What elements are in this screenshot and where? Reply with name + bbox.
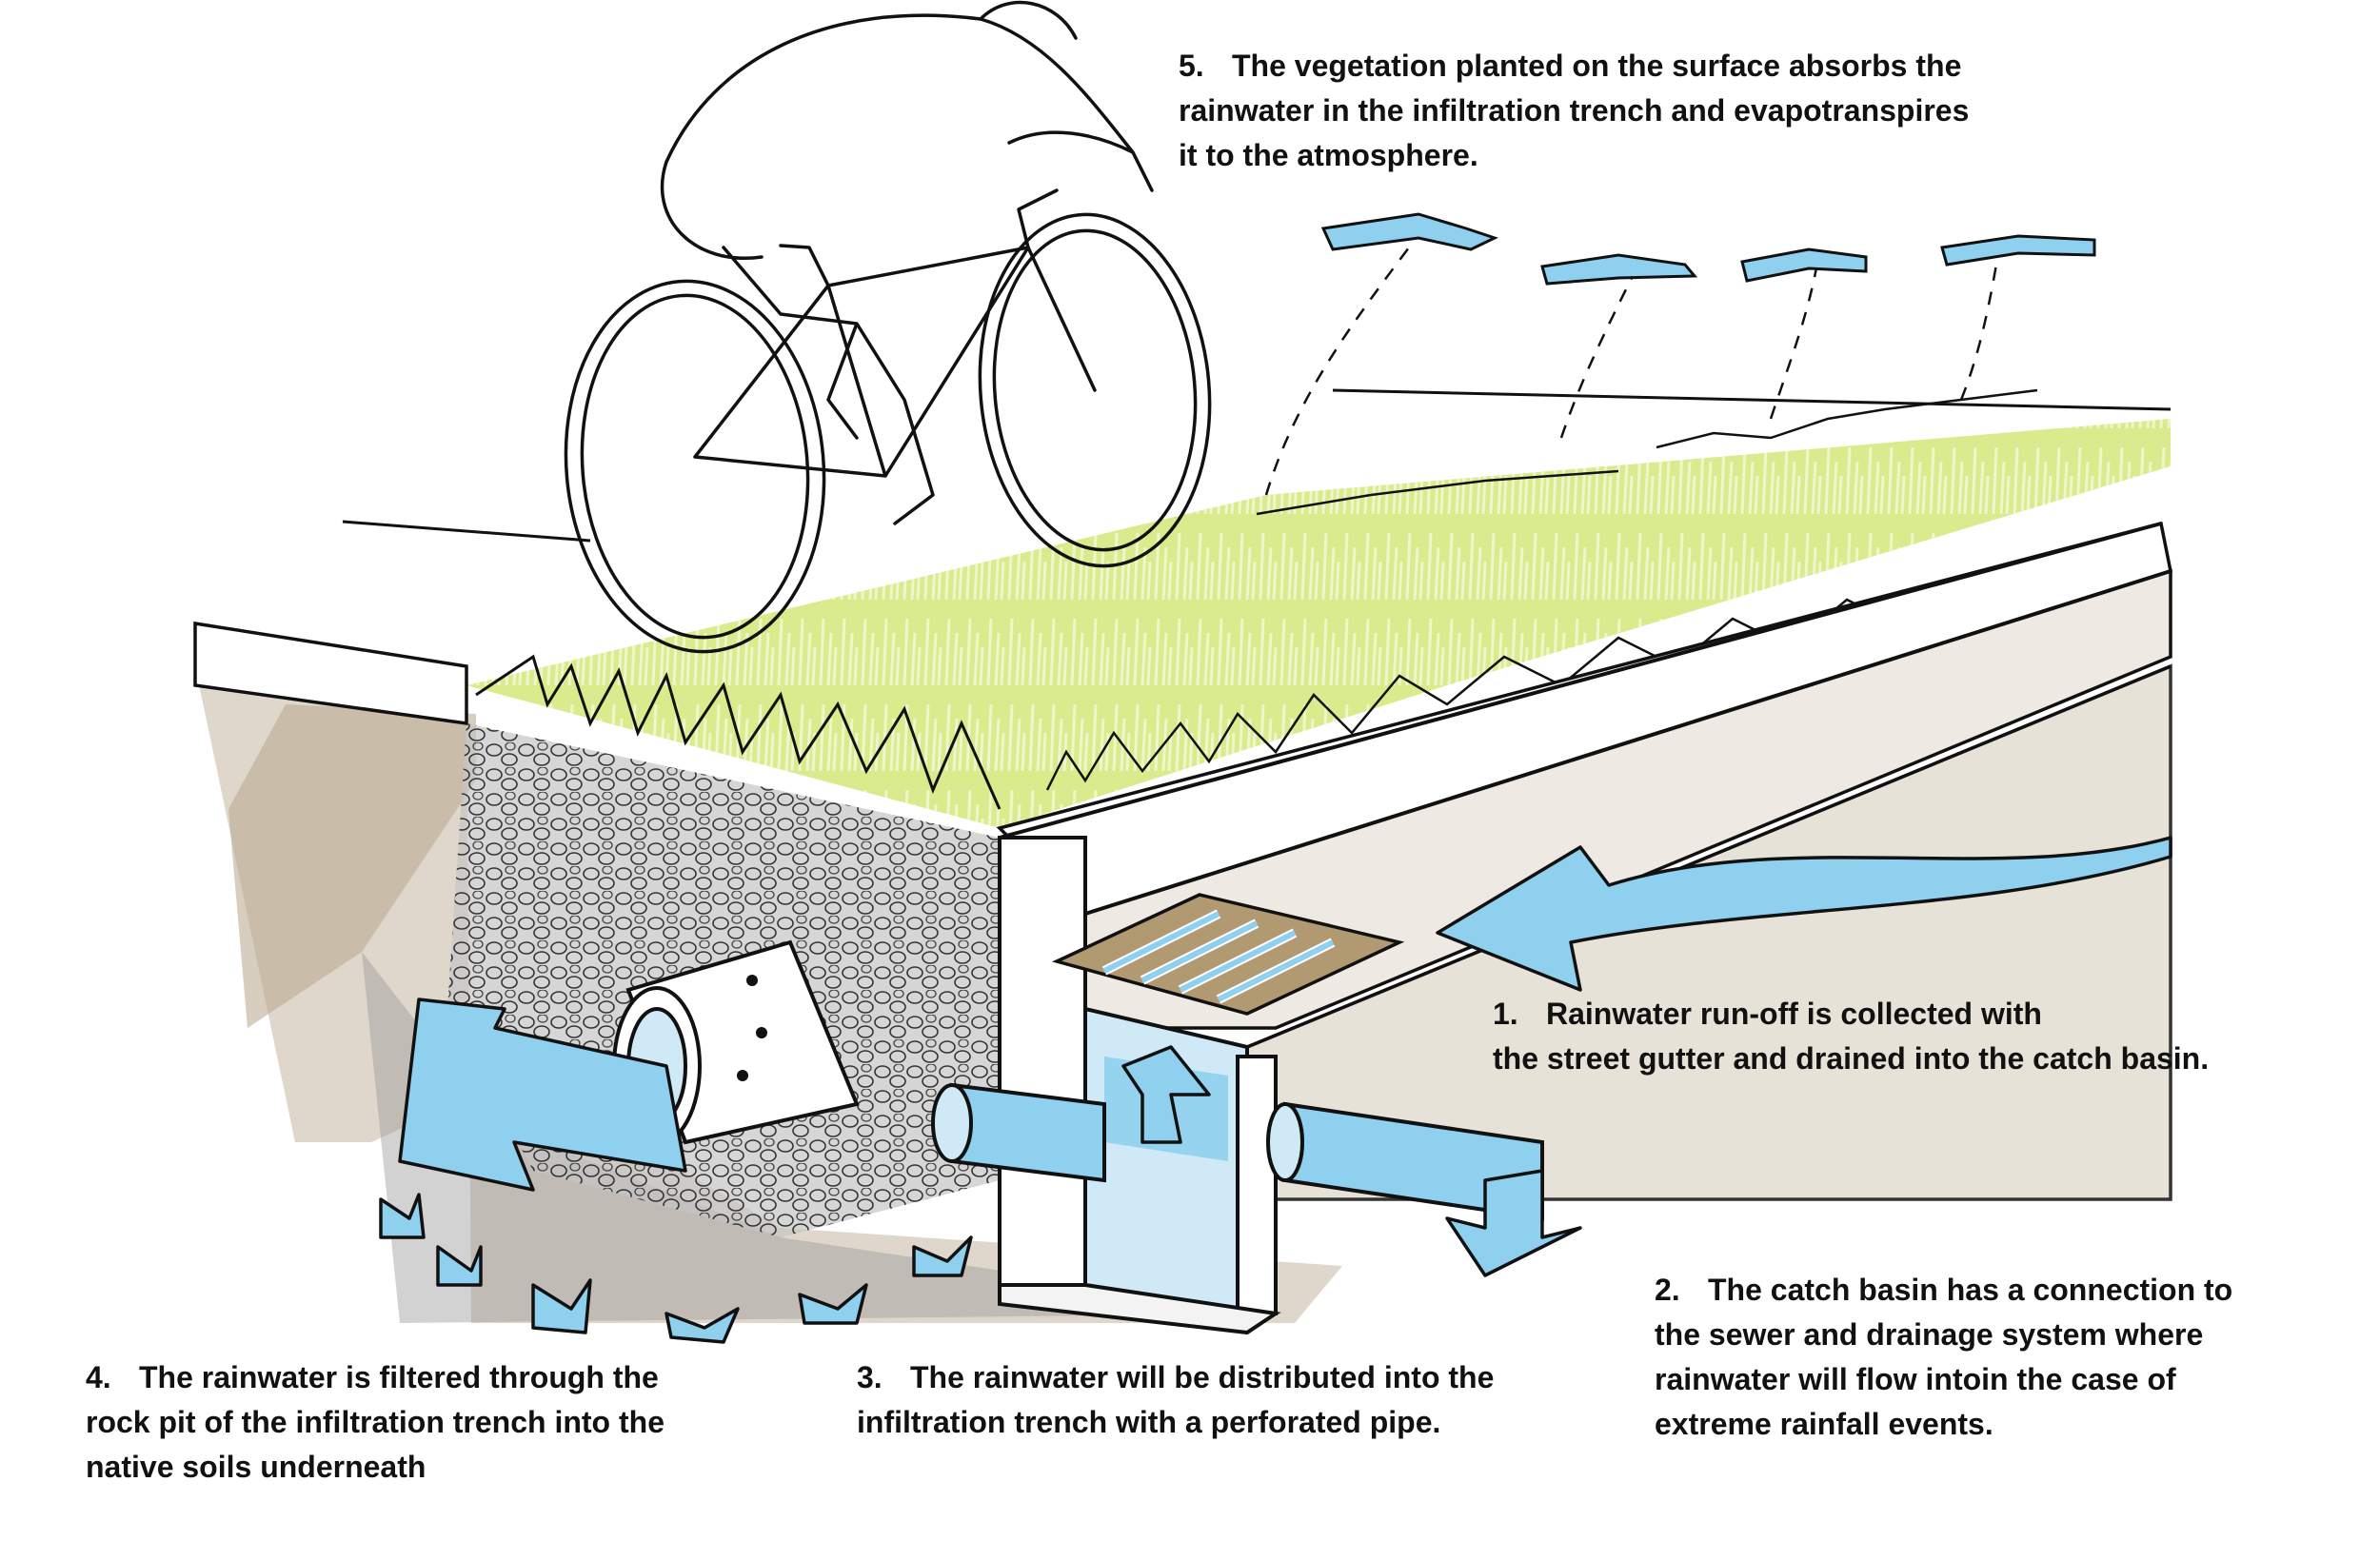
cyclist-sketch [564,0,1212,654]
callout-4-rock-pit: 4.The rainwater is filtered through the … [86,1355,664,1490]
callout-3-perforated-pipe: 3. The rainwater will be distributed into… [857,1355,1494,1445]
callout-1-runoff: 1. Rainwater run-off is collected with th… [1493,992,2209,1081]
callout-line: rock pit of the infiltration trench into… [86,1405,664,1439]
street-and-curb [193,521,2173,1201]
bicycle-frame [693,188,1097,478]
ground-surface [342,388,2172,543]
callout-line: rainwater will flow intoin the case of [1655,1362,2176,1396]
callout-line: the street gutter and drained into the c… [1493,1041,2210,1076]
callout-number: 4. [86,1360,111,1394]
sewer-outflow-arrow [1445,1169,1582,1277]
callout-line: The rainwater will be distributed into t… [910,1360,1495,1394]
callout-5-vegetation: 5. The vegetation planted on the surface … [1179,44,1969,178]
callout-line: Rainwater run-off is collected with [1546,997,2042,1031]
evapotranspiration-arrows [1264,212,2096,496]
rider-head [979,0,1078,40]
bicycle-front-wheel [978,212,1212,568]
water-flow-arrows [379,836,2172,1344]
callout-line: native soils underneath [86,1450,426,1484]
bicycle-rear-wheel [564,279,826,654]
basin-inflow-arrow [1121,1045,1211,1144]
catch-basin-grate [1051,893,1405,1016]
runoff-arrow [1436,836,2172,992]
callout-line: rainwater in the infiltration trench and… [1179,93,1970,128]
callout-line: it to the atmosphere. [1179,138,1478,172]
callout-line: infiltration trench with a perforated pi… [857,1405,1441,1439]
callout-number: 1. [1493,997,1518,1031]
curb-outline [999,522,2172,916]
callout-number: 5. [1179,49,1204,83]
callout-number: 2. [1655,1273,1680,1307]
callout-line: The vegetation planted on the surface ab… [1232,49,1962,83]
trench-outflow-arrow [398,998,687,1192]
callout-number: 3. [857,1360,883,1394]
callout-line: extreme rainfall events. [1655,1407,1993,1441]
callout-line: the sewer and drainage system where [1655,1317,2204,1352]
callout-line: The rainwater is filtered through the [139,1360,659,1394]
rider-body [660,13,1154,525]
callout-2-catch-basin: 2. The catch basin has a connection to th… [1655,1268,2232,1447]
callout-line: The catch basin has a connection to [1708,1273,2233,1307]
